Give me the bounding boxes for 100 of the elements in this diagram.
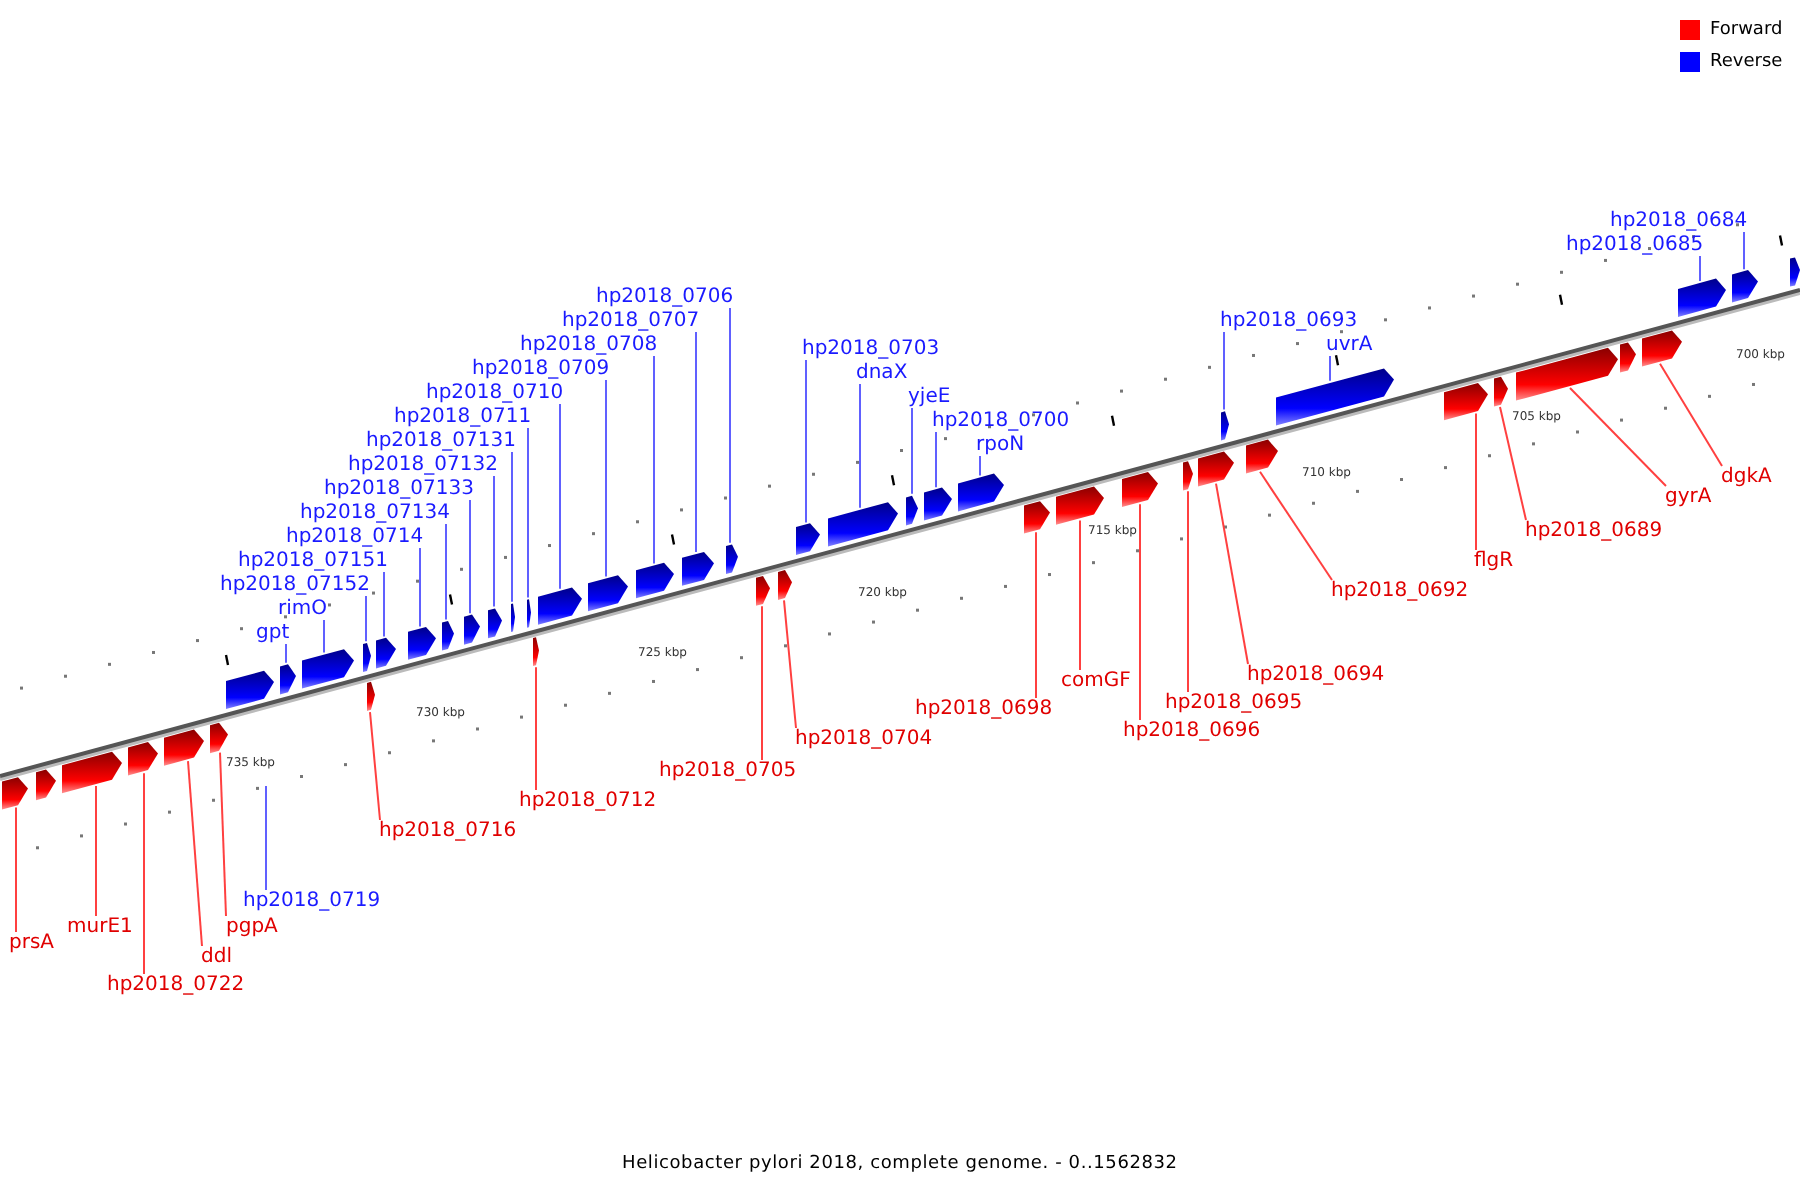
gene-feature — [1732, 270, 1758, 303]
gene-feature — [1056, 486, 1104, 525]
leader-line — [15, 806, 17, 933]
gene-label: hp2018_0707 — [562, 310, 700, 332]
gene-feature — [636, 562, 674, 599]
gene-feature — [164, 729, 204, 766]
gene-feature — [442, 621, 454, 651]
gene-feature — [1276, 368, 1394, 426]
gene-label: hp2018_07132 — [348, 454, 498, 476]
gene-feature — [588, 575, 628, 612]
gene-label: flgR — [1474, 549, 1514, 571]
gene-feature — [796, 523, 820, 555]
leader-line — [653, 355, 655, 565]
gene-label: hp2018_0689 — [1525, 519, 1663, 541]
caption: Helicobacter pylori 2018, complete genome. - 0..1562832 — [622, 1154, 1178, 1174]
gene-label: hp2018_07152 — [220, 574, 370, 596]
gene-feature — [376, 637, 396, 669]
gene-feature — [464, 614, 480, 645]
gene-label: gyrA — [1665, 485, 1712, 507]
gene-feature — [363, 643, 371, 672]
gene-feature — [828, 502, 898, 547]
gene-label: hp2018_0703 — [802, 338, 940, 360]
gene-feature — [1444, 383, 1488, 421]
gene-label: hp2018_0708 — [520, 334, 658, 356]
gene-feature — [924, 487, 952, 521]
leader-line — [1139, 503, 1141, 721]
gene-feature — [958, 473, 1004, 512]
leader-line — [323, 619, 325, 654]
gene-feature — [1494, 376, 1508, 407]
gene-label: rpoN — [976, 434, 1025, 456]
leader-line — [1259, 470, 1333, 581]
gene-feature — [1183, 461, 1193, 491]
gene-label: hp2018_0684 — [1610, 210, 1748, 232]
gene-feature — [488, 608, 502, 639]
gene-label: hp2018_0714 — [286, 526, 424, 548]
leader-line — [527, 427, 529, 599]
leader-line — [219, 751, 227, 917]
leader-line — [285, 643, 287, 664]
gene-label: hp2018_07151 — [238, 550, 388, 572]
gene-feature — [1642, 330, 1682, 367]
leader-line — [1187, 490, 1189, 693]
gene-feature — [1516, 347, 1618, 401]
leader-line — [1569, 387, 1667, 487]
gene-feature — [778, 570, 792, 600]
leader-line — [469, 499, 471, 615]
gene-label: dgkA — [1721, 465, 1772, 487]
leader-line — [187, 760, 203, 947]
leader-line — [383, 571, 385, 638]
leader-line — [859, 383, 861, 509]
legend-label: Reverse — [1710, 52, 1783, 72]
legend-label: Forward — [1710, 20, 1783, 40]
gene-label: hp2018_0704 — [795, 727, 933, 749]
leader-line — [511, 451, 513, 603]
gene-label: hp2018_0712 — [519, 789, 657, 811]
leader-line — [445, 523, 447, 621]
gene-feature — [302, 649, 354, 689]
gene-feature — [408, 627, 436, 660]
gene-label: hp2018_0692 — [1331, 579, 1469, 601]
gene-feature — [62, 751, 122, 794]
gene-label: hp2018_0698 — [915, 697, 1053, 719]
gene-label: hp2018_0693 — [1220, 310, 1358, 332]
gene-label: hp2018_0685 — [1566, 234, 1704, 256]
gene-label: comGF — [1061, 669, 1131, 691]
leader-line — [695, 331, 697, 553]
gene-feature — [682, 552, 714, 586]
leader-line — [1499, 406, 1527, 521]
leader-line — [265, 785, 267, 891]
leader-line — [1035, 531, 1037, 699]
gene-feature — [280, 664, 296, 695]
gene-feature — [538, 587, 582, 625]
leader-line — [1743, 231, 1745, 271]
leader-line — [911, 407, 913, 495]
gene-label: pgpA — [226, 915, 278, 937]
leader-line — [1475, 412, 1477, 551]
gene-label: hp2018_0716 — [379, 819, 517, 841]
leader-line — [605, 379, 607, 578]
leader-line — [1659, 362, 1723, 467]
gene-label: hp2018_07133 — [324, 478, 474, 500]
gene-feature — [1678, 278, 1726, 317]
gene-label: ddl — [201, 945, 232, 967]
gene-label: hp2018_0694 — [1247, 663, 1385, 685]
gene-label: hp2018_0705 — [659, 759, 797, 781]
leader-line — [143, 772, 145, 975]
gene-label: hp2018_0722 — [107, 973, 245, 995]
gene-label: murE1 — [67, 915, 133, 937]
leader-line — [95, 785, 97, 917]
gene-label: hp2018_0700 — [932, 410, 1070, 432]
gene-feature — [756, 576, 770, 606]
gene-label: hp2018_0695 — [1165, 691, 1303, 713]
gene-label: hp2018_0709 — [472, 358, 610, 380]
gene-feature — [367, 681, 375, 711]
gene-label: dnaX — [856, 362, 908, 384]
gene-feature — [2, 777, 28, 810]
gene-label: gpt — [256, 622, 290, 644]
gene-feature — [1198, 451, 1234, 487]
gene-label: hp2018_07134 — [300, 502, 450, 524]
gene-feature — [1246, 439, 1278, 474]
leader-line — [369, 711, 381, 821]
gene-label: uvrA — [1326, 334, 1373, 356]
gene-label: rimO — [278, 598, 328, 620]
